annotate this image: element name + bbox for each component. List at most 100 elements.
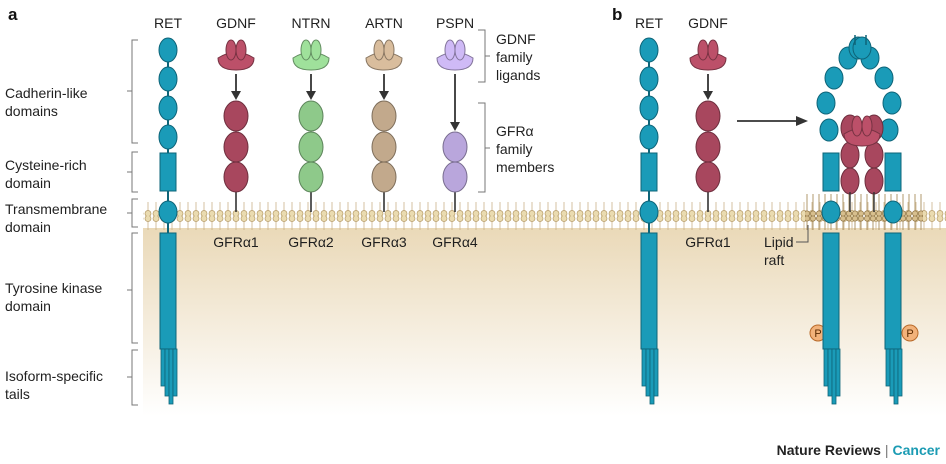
journal-credit: Nature Reviews|Cancer <box>777 442 940 458</box>
transmembrane-domain-b <box>639 200 659 224</box>
complex-tail-r-1 <box>885 348 891 387</box>
ligand-label-gdnf: GDNF <box>216 15 256 31</box>
ligand-base-complex <box>843 127 881 147</box>
transmembrane-domain-a <box>158 200 178 224</box>
binding-arrow <box>737 116 808 126</box>
gfra-domain-gfra1-3 <box>223 161 249 193</box>
complex-tail-l-1 <box>823 348 829 387</box>
gfra-domain-gfra1-2 <box>223 131 249 163</box>
cadherin-domain-a-1 <box>158 37 178 63</box>
gfra2-label: GFRα2 <box>288 234 334 250</box>
gfra-domain-gfra2-1 <box>298 100 324 132</box>
isoform-tail-a-1 <box>160 348 166 387</box>
complex-cadherin-l-1 <box>819 118 839 142</box>
gfra-domain-b-2 <box>695 131 721 163</box>
journal-name: Nature Reviews <box>776 442 881 458</box>
arrow-head-b <box>703 91 713 100</box>
ligand-lobe-left-b <box>697 39 709 61</box>
ligand-base-gfra4 <box>436 51 474 71</box>
ligand-lobe-left-gfra2 <box>300 39 312 61</box>
ret-label-a: RET <box>154 15 182 31</box>
ligand-lobe-right-complex <box>861 115 873 137</box>
cadherin-domain-b-2 <box>639 66 659 92</box>
isoform-tail-a-4 <box>172 348 178 397</box>
ligand-lobe-right-gfra4 <box>454 39 466 61</box>
cadherin-domain-a-2 <box>158 66 178 92</box>
ligand-coreceptor-set-a <box>217 39 474 212</box>
panel-b-letter: b <box>612 5 622 24</box>
panel-a-letter: a <box>8 5 18 24</box>
ligand-coreceptor-b <box>689 39 727 212</box>
complex-cysteine-r <box>884 152 902 192</box>
complex-gfra1-domain-3 <box>840 167 860 195</box>
ligand-lobe-left-gfra4 <box>444 39 456 61</box>
bracket-transmembrane <box>127 198 138 228</box>
gfra3-label: GFRα3 <box>361 234 407 250</box>
ligand-lobe-right-gfra3 <box>383 39 395 61</box>
gfra1-label: GFRα1 <box>213 234 259 250</box>
complex-tail-l-2 <box>827 348 833 397</box>
ligand-lobe-left-gfra3 <box>373 39 385 61</box>
gfra1-label-b: GFRα1 <box>685 234 731 250</box>
arrow-head-gfra1 <box>231 91 241 100</box>
ligand-label-ntrn: NTRN <box>292 15 331 31</box>
complex-tail-r-2 <box>889 348 895 397</box>
ligand-label-artn: ARTN <box>365 15 403 31</box>
complex-tail-l-3 <box>831 348 837 405</box>
gfra-domain-gfra4-1 <box>442 131 468 163</box>
gfra-domain-b-1 <box>695 100 721 132</box>
complex-cadherin-l-2 <box>816 91 836 115</box>
gfra-domain-gfra3-3 <box>371 161 397 193</box>
gfra4-label: GFRα4 <box>432 234 478 250</box>
bracket-cysteine <box>127 151 138 193</box>
cysteine-rich-domain-a <box>159 152 177 192</box>
phospho-site-right: P <box>901 324 919 342</box>
complex-tm-r <box>883 200 903 224</box>
cadherin-domain-a-4 <box>158 124 178 150</box>
ligand-base-gfra1 <box>217 51 255 71</box>
complex-kinase-r <box>884 232 902 350</box>
isoform-tail-a-2 <box>164 348 170 397</box>
complex-gfra1-domain-6 <box>864 167 884 195</box>
complex-tail-l-4 <box>835 348 841 397</box>
gfra-domain-b-3 <box>695 161 721 193</box>
isoform-tail-b-4 <box>653 348 659 397</box>
ret-complex-dimer <box>816 35 903 405</box>
bracket-kinase <box>127 232 138 344</box>
bracket-cadherin <box>127 39 138 144</box>
kinase-domain-a <box>159 232 177 350</box>
arrow-head-gfra3 <box>379 91 389 100</box>
complex-tm-l <box>821 200 841 224</box>
cytoplasm-a <box>143 228 610 416</box>
ligand-base-gfra3 <box>365 51 403 71</box>
ret-receptor-a <box>158 37 178 405</box>
membrane-a <box>143 194 610 230</box>
complex-cadherin-r-3 <box>874 66 894 90</box>
ligand-base-b <box>689 51 727 71</box>
isoform-tail-a-3 <box>168 348 174 405</box>
complex-kinase-l <box>822 232 840 350</box>
domain-brackets <box>127 29 490 406</box>
gdnf-label-b: GDNF <box>688 15 728 31</box>
lipid-raft-pointer <box>796 225 809 243</box>
ret-label-b: RET <box>635 15 663 31</box>
isoform-tail-b-2 <box>645 348 651 397</box>
ligand-base-gfra2 <box>292 51 330 71</box>
phospho-label-right: P <box>906 328 913 340</box>
cadherin-domain-b-3 <box>639 95 659 121</box>
gfra-domain-gfra3-1 <box>371 100 397 132</box>
isoform-tail-b-1 <box>641 348 647 387</box>
ret-receptor-b <box>639 37 659 405</box>
complex-cadherin-l-3 <box>824 66 844 90</box>
ligand-label-pspn: PSPN <box>436 15 474 31</box>
complex-tail-r-3 <box>893 348 899 405</box>
cysteine-rich-domain-b <box>640 152 658 192</box>
arrow-head-gfra4 <box>450 122 460 131</box>
